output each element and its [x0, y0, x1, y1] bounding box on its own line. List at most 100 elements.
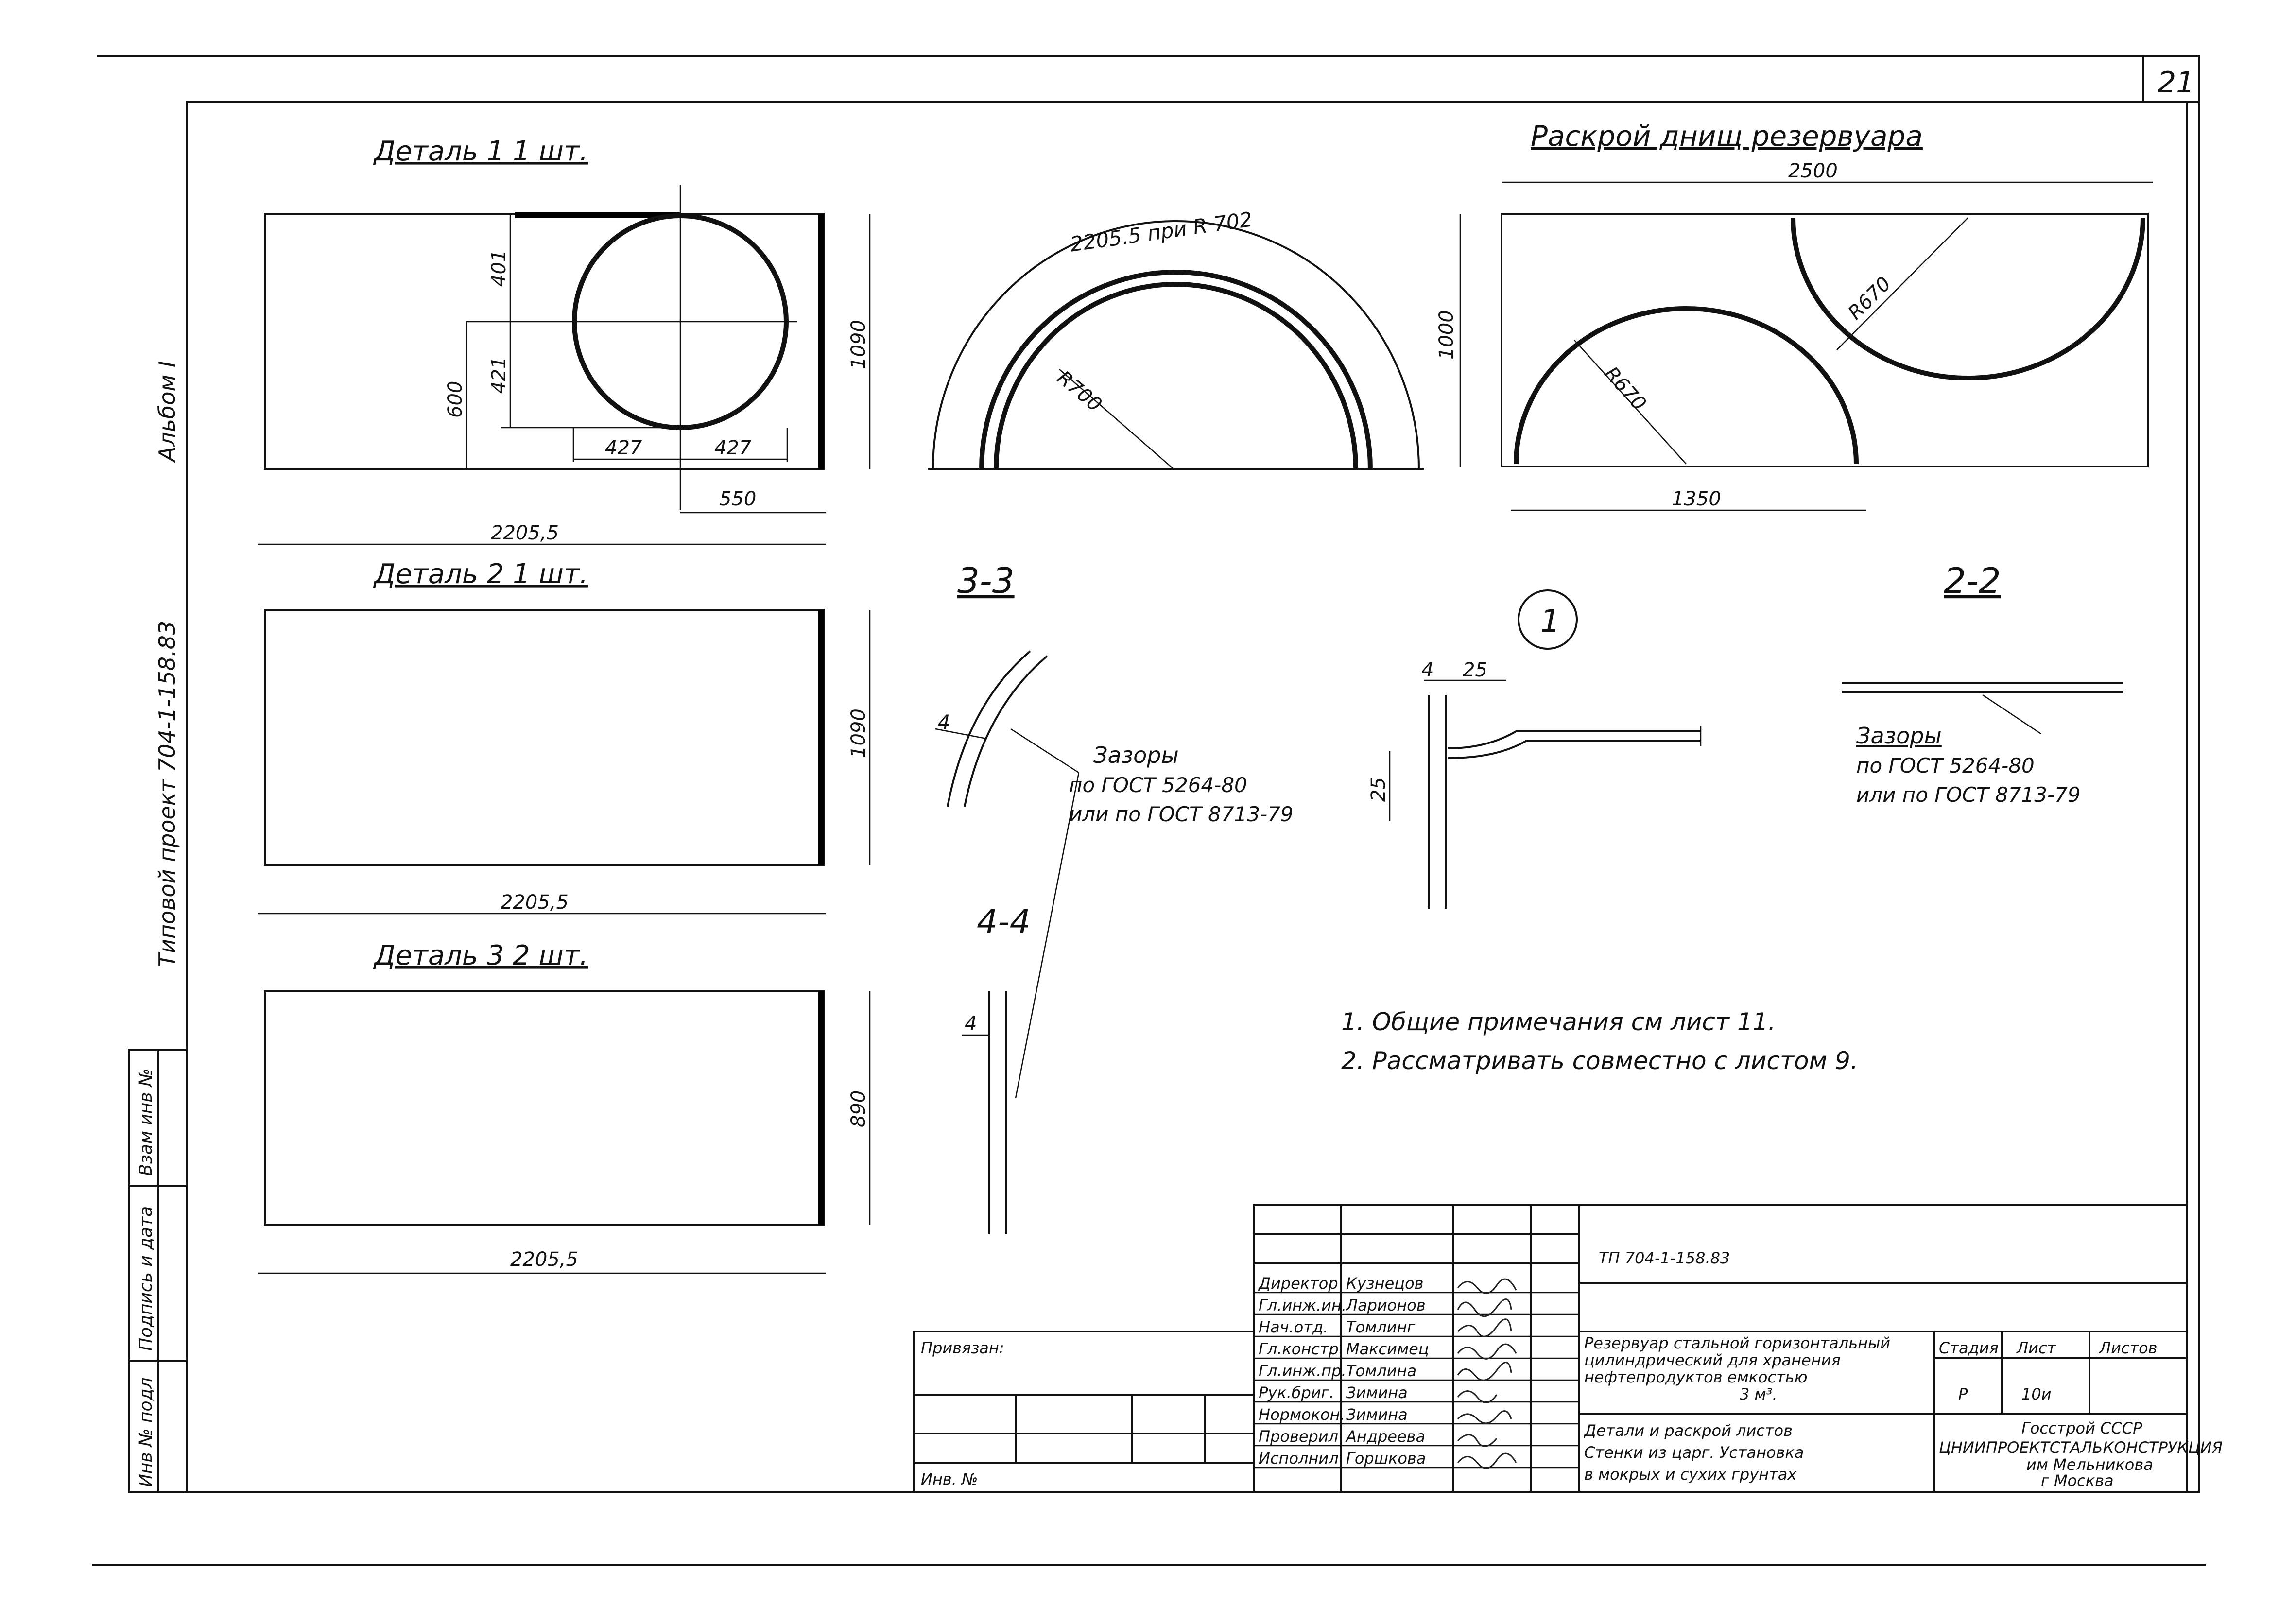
raskroy-semicircle-a: [1514, 306, 1859, 465]
note-2: 2. Рассматривать совместно с листом 9.: [1341, 1047, 1858, 1075]
tb-name-1: Ларионов: [1346, 1296, 1426, 1314]
tb-stage: Р: [1958, 1385, 1968, 1403]
raskroy-radius-b: [1836, 217, 1968, 350]
arc-ring-outer: [979, 270, 1373, 469]
detail3-2205: 2205,5: [510, 1248, 578, 1271]
section33-d4: 4: [938, 711, 950, 734]
node1-d25-b: 25: [1367, 777, 1390, 802]
arc-top-dim: 2205.5 при R 702: [1069, 207, 1254, 256]
tb-org-3: г Москва: [2041, 1471, 2114, 1490]
arc-outer: [932, 220, 1420, 469]
tb-org-0: Госстрой СССР: [2021, 1419, 2142, 1437]
tb-name-2: Томлинг: [1346, 1318, 1415, 1336]
section22-gap-title: Зазоры: [1856, 723, 1942, 749]
arc-r700: R700: [1053, 366, 1106, 416]
signature: [1457, 1278, 1517, 1294]
raskroy-plate: [1501, 213, 2149, 467]
tb-inv: Инв. №: [921, 1470, 978, 1488]
sheet-number-box: [2142, 55, 2200, 103]
node1-label: 1: [1540, 604, 1560, 639]
dim-401: 401: [488, 250, 510, 287]
tb-desc1-3: 3 м³.: [1740, 1385, 1778, 1403]
signature: [1457, 1390, 1498, 1403]
tb-org-2: им Мельникова: [2026, 1455, 2153, 1474]
tb-name-5: Зимина: [1346, 1383, 1408, 1402]
tb-desc2-0: Детали и раскрой листов: [1583, 1421, 1793, 1440]
tb-name-3: Максимец: [1346, 1340, 1429, 1358]
arc-ring-inner: [994, 282, 1358, 469]
detail2-1090: 1090: [847, 708, 870, 758]
tb-role-7: Проверил: [1259, 1427, 1338, 1446]
tb-name-4: Томлина: [1346, 1362, 1416, 1380]
node1-bottom-plate-2: [1448, 740, 1701, 759]
node1-d25-a: 25: [1463, 659, 1487, 681]
dim-427-a: 427: [605, 437, 642, 459]
section22-label: 2-2: [1944, 560, 2001, 601]
tb-role-3: Гл.констр.: [1259, 1340, 1344, 1358]
signature: [1457, 1362, 1512, 1381]
tb-sheets-label: Листов: [2099, 1339, 2158, 1357]
signature: [1457, 1434, 1498, 1447]
detail1-title: Деталь 1 1 шт.: [373, 136, 588, 167]
section22-gap-gost2: или по ГОСТ 8713-79: [1856, 783, 2081, 807]
node1-bottom-plate: [1448, 730, 1701, 749]
tb-role-4: Гл.инж.пр.: [1259, 1362, 1347, 1380]
tb-name-6: Зимина: [1346, 1405, 1408, 1424]
tb-role-0: Директор: [1258, 1274, 1338, 1293]
title-block: Директор Гл.инж.ин. Нач.отд. Гл.констр. …: [913, 1204, 2223, 1493]
detail2-2205: 2205,5: [501, 891, 569, 914]
tb-desc2-2: в мокрых и сухих грунтах: [1584, 1465, 1797, 1484]
project-side-label: Типовой проект 704-1-158.83: [154, 621, 180, 967]
side-stamp-replace: Взам инв №: [136, 1068, 156, 1176]
dim-1090-a: 1090: [847, 320, 870, 369]
dim-600: 600: [444, 381, 466, 418]
detail2-title: Деталь 2 1 шт.: [373, 558, 588, 590]
signature: [1457, 1452, 1517, 1469]
tb-sheet-label: Лист: [2016, 1339, 2056, 1357]
dim-2205-a: 2205,5: [491, 522, 559, 544]
tb-name-0: Кузнецов: [1346, 1274, 1424, 1293]
album-label: Альбом I: [154, 361, 180, 463]
arc-radius-line: [1059, 369, 1174, 469]
tb-sheet: 10и: [2021, 1385, 2052, 1403]
inner-frame: [186, 101, 2200, 1493]
section33-dim: [935, 728, 987, 740]
detail3-title: Деталь 3 2 шт.: [373, 940, 588, 971]
raskroy-radius-a: [1574, 340, 1687, 465]
raskroy-1350: 1350: [1672, 488, 1721, 510]
tb-doc-code: ТП 704-1-158.83: [1599, 1249, 1730, 1267]
tb-role-8: Исполнил: [1259, 1449, 1339, 1468]
node1-circle: [1518, 589, 1578, 650]
tb-org-1: ЦНИИПРОЕКТСТАЛЬКОНСТРУКЦИЯ: [1939, 1438, 2223, 1457]
side-stamp-sign: Подпись и дата: [136, 1206, 156, 1351]
signature: [1457, 1410, 1512, 1424]
section33-plate-outer: [947, 650, 1031, 807]
raskroy-r670-a: R670: [1600, 363, 1651, 415]
tb-desc1-0: Резервуар стальной горизонтальный: [1584, 1334, 1890, 1352]
raskroy-1000: 1000: [1435, 310, 1458, 360]
tb-bound: Привязан:: [921, 1339, 1004, 1357]
dim-550: 550: [719, 488, 756, 510]
raskroy-title: Раскрой днищ резервуара: [1531, 120, 1923, 153]
detail1-plate: [264, 213, 825, 470]
section44-label: 4-4: [977, 903, 1031, 941]
signature: [1457, 1298, 1512, 1317]
detail2-plate: [264, 609, 825, 866]
tb-name-8: Горшкова: [1346, 1449, 1426, 1468]
section33-gap-gost2: или по ГОСТ 8713-79: [1069, 802, 1294, 826]
detail3-890: 890: [847, 1090, 870, 1127]
section44-d4: 4: [965, 1013, 977, 1035]
dim-421: 421: [488, 357, 510, 394]
note-1: 1. Общие примечания см лист 11.: [1341, 1008, 1776, 1036]
tb-desc1-1: цилиндрический для хранения: [1584, 1351, 1841, 1369]
node1-d4: 4: [1421, 659, 1433, 681]
title-block-frame: [1253, 1204, 2188, 1493]
section33-label: 3-3: [957, 560, 1015, 601]
tb-role-2: Нач.отд.: [1259, 1318, 1328, 1336]
detail3-plate: [264, 990, 825, 1226]
tb-stage-label: Стадия: [1939, 1339, 1999, 1357]
raskroy-semicircle-b: [1791, 217, 2145, 380]
tb-role-1: Гл.инж.ин.: [1259, 1296, 1347, 1314]
signature: [1457, 1343, 1517, 1360]
